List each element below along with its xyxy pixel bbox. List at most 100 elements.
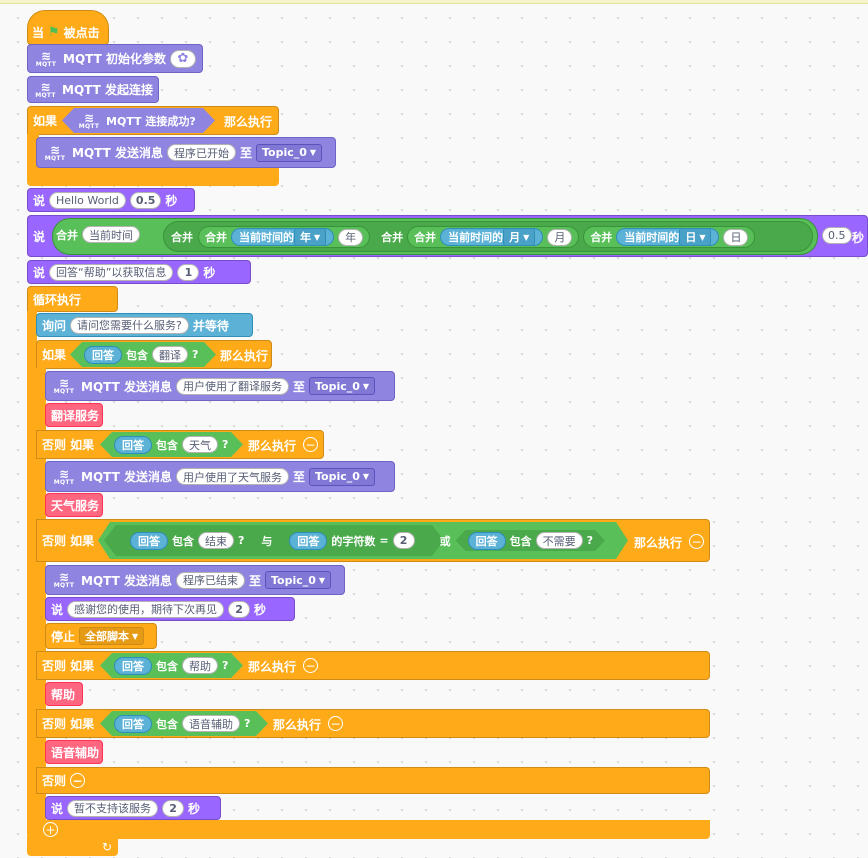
else-if-label: 否则 如果 <box>42 534 95 548</box>
secs-input[interactable]: 0.5 <box>822 227 852 244</box>
then-label: 那么执行 <box>248 660 297 674</box>
current-time-input[interactable]: 当前时间 <box>82 226 140 243</box>
when-flag-clicked-hat[interactable] <box>27 10 109 45</box>
remove-branch-icon[interactable]: − <box>303 658 318 673</box>
secs-input[interactable]: 2 <box>162 799 185 817</box>
say-for-secs-block[interactable]: 说 回答“帮助”以获取信息 1 秒 <box>27 260 251 284</box>
join-month-day-reporter[interactable]: 合并 合并 当前时间的 月▼ 月 合并 当前时间的 日▼ 日 <box>375 226 762 248</box>
say-for-secs-block[interactable]: 说 感谢您的使用，期待下次再见 2 秒 <box>45 597 295 621</box>
answer-reporter[interactable]: 回答 <box>130 532 168 550</box>
publish-label: MQTT 发送消息 <box>81 573 172 588</box>
answer-reporter[interactable]: 回答 <box>114 436 152 454</box>
mqtt-publish-block[interactable]: ≋MQTT MQTT 发送消息 程序已开始 至 Topic_0▼ <box>36 137 336 168</box>
contains-input[interactable]: 结束 <box>198 532 234 549</box>
topic-dropdown[interactable]: Topic_0▼ <box>264 571 332 589</box>
say-text-input[interactable]: Hello World <box>49 191 126 209</box>
message-input[interactable]: 用户使用了天气服务 <box>175 468 289 485</box>
secs-input[interactable]: 0.5 <box>129 191 162 209</box>
ask-and-wait-block[interactable]: 询问 请问您需要什么服务? 并等待 <box>36 313 253 337</box>
answer-reporter[interactable]: 回答 <box>114 657 152 675</box>
secs-unit: 秒 <box>188 801 201 816</box>
year-dropdown[interactable]: 年▼ <box>294 228 327 246</box>
remove-branch-icon[interactable]: − <box>70 773 86 788</box>
mqtt-wifi-icon: ≋MQTT <box>35 79 56 99</box>
join-month-reporter[interactable]: 合并 当前时间的 月▼ 月 <box>407 226 580 248</box>
mqtt-publish-block[interactable]: ≋MQTT MQTT 发送消息 用户使用了翻译服务 至 Topic_0▼ <box>45 371 395 401</box>
say-for-secs-block[interactable]: 说 暂不支持该服务 2 秒 <box>45 796 221 820</box>
then-label: 那么执行 <box>220 349 269 363</box>
forever-foot <box>27 836 118 856</box>
day-suffix-input[interactable]: 日 <box>723 228 749 246</box>
answer-contains-condition[interactable]: 回答 包含 帮助 ? <box>100 653 243 678</box>
length-equals-condition[interactable]: 回答 的字符数 = 2 <box>277 530 426 551</box>
custom-block-voice[interactable]: 语音辅助 <box>45 740 103 764</box>
join-day-reporter[interactable]: 合并 当前时间的 日▼ 日 <box>583 226 756 248</box>
mqtt-wifi-icon: ≋MQTT <box>53 466 75 486</box>
chevron-down-icon: ▼ <box>309 148 317 157</box>
else-label: 否则 <box>42 774 67 788</box>
answer-contains-condition[interactable]: 回答 包含 语音辅助 ? <box>100 711 268 736</box>
mqtt-publish-block[interactable]: ≋MQTT MQTT 发送消息 用户使用了天气服务 至 Topic_0▼ <box>45 461 395 492</box>
else-block[interactable]: 否则 − <box>36 767 710 794</box>
remove-branch-icon[interactable]: − <box>689 534 704 549</box>
stop-option-dropdown[interactable]: 全部脚本▼ <box>79 627 145 645</box>
message-input[interactable]: 程序已结束 <box>175 571 245 589</box>
join-year-reporter[interactable]: 合并 当前时间的 年▼ 年 <box>198 226 371 248</box>
publish-label: MQTT 发送消息 <box>81 379 172 394</box>
hat-prefix: 当 <box>32 26 45 40</box>
contains-input[interactable]: 翻译 <box>152 346 188 363</box>
message-input[interactable]: 用户使用了翻译服务 <box>175 377 289 395</box>
custom-block-help[interactable]: 帮助 <box>45 682 83 706</box>
add-branch-icon[interactable]: + <box>43 822 58 837</box>
mqtt-init-block[interactable]: ≋MQTT MQTT 初始化参数 ✿ <box>27 44 203 73</box>
say-text-input[interactable]: 感谢您的使用，期待下次再见 <box>67 600 225 618</box>
current-time-of-reporter[interactable]: 当前时间的 日▼ <box>616 228 720 246</box>
answer-contains-condition[interactable]: 回答 包含 翻译 ? <box>70 342 216 367</box>
answer-contains-condition[interactable]: 回答 包含 天气 ? <box>100 432 243 457</box>
day-dropdown[interactable]: 日▼ <box>679 228 712 246</box>
remove-branch-icon[interactable]: − <box>328 716 343 731</box>
mqtt-connected-condition[interactable]: ≋MQTT MQTT 连接成功? <box>62 108 215 133</box>
contains-input[interactable]: 语音辅助 <box>182 715 240 732</box>
answer-contains-condition[interactable]: 回答 包含 不需要 ? <box>456 530 605 551</box>
if-chain-arm <box>36 368 46 826</box>
topic-dropdown[interactable]: Topic_0▼ <box>255 143 323 162</box>
remove-branch-icon[interactable]: − <box>303 437 318 452</box>
forever-label: 循环执行 <box>33 292 82 307</box>
length-input[interactable]: 2 <box>393 532 415 549</box>
topic-dropdown[interactable]: Topic_0▼ <box>308 467 376 486</box>
forever-block[interactable]: 循环执行 <box>27 286 118 312</box>
gear-icon[interactable]: ✿ <box>169 49 196 68</box>
contains-input[interactable]: 不需要 <box>536 532 583 549</box>
say-text-input[interactable]: 暂不支持该服务 <box>67 799 159 817</box>
mqtt-connect-block[interactable]: ≋MQTT MQTT 发起连接 <box>27 76 159 103</box>
answer-reporter[interactable]: 回答 <box>114 715 152 733</box>
year-suffix-input[interactable]: 年 <box>338 228 364 246</box>
question-input[interactable]: 请问您需要什么服务? <box>70 316 189 334</box>
custom-block-weather[interactable]: 天气服务 <box>45 493 103 517</box>
answer-reporter[interactable]: 回答 <box>468 532 506 550</box>
say-for-secs-block[interactable]: 说 Hello World 0.5 秒 <box>27 188 195 212</box>
secs-input[interactable]: 1 <box>177 263 200 281</box>
when-flag-clicked-content[interactable]: 当 ⚑ 被点击 <box>27 20 109 45</box>
current-time-of-reporter[interactable]: 当前时间的 月▼ <box>440 228 544 246</box>
stop-block[interactable]: 停止 全部脚本▼ <box>45 623 157 649</box>
say-text-input[interactable]: 回答“帮助”以获取信息 <box>49 263 174 281</box>
mqtt-connect-label: MQTT 发起连接 <box>62 83 153 97</box>
answer-contains-condition[interactable]: 回答 包含 结束 ? <box>118 530 256 551</box>
secs-input[interactable]: 2 <box>228 600 251 618</box>
month-suffix-input[interactable]: 月 <box>547 228 573 246</box>
current-time-of-reporter[interactable]: 当前时间的 年▼ <box>231 228 335 246</box>
month-dropdown[interactable]: 月▼ <box>503 228 536 246</box>
mqtt-publish-block[interactable]: ≋MQTT MQTT 发送消息 程序已结束 至 Topic_0▼ <box>45 565 345 595</box>
topic-dropdown[interactable]: Topic_0▼ <box>308 377 376 395</box>
loop-arrow-icon: ↻ <box>102 840 113 854</box>
contains-input[interactable]: 天气 <box>182 436 218 453</box>
or-label: 或 <box>439 534 451 548</box>
answer-reporter[interactable]: 回答 <box>289 532 327 550</box>
contains-input[interactable]: 帮助 <box>182 657 218 674</box>
message-input[interactable]: 程序已开始 <box>166 144 236 161</box>
join-row: 合并 当前时间 <box>56 226 140 243</box>
answer-reporter[interactable]: 回答 <box>84 346 122 364</box>
custom-block-translate[interactable]: 翻译服务 <box>45 403 103 427</box>
